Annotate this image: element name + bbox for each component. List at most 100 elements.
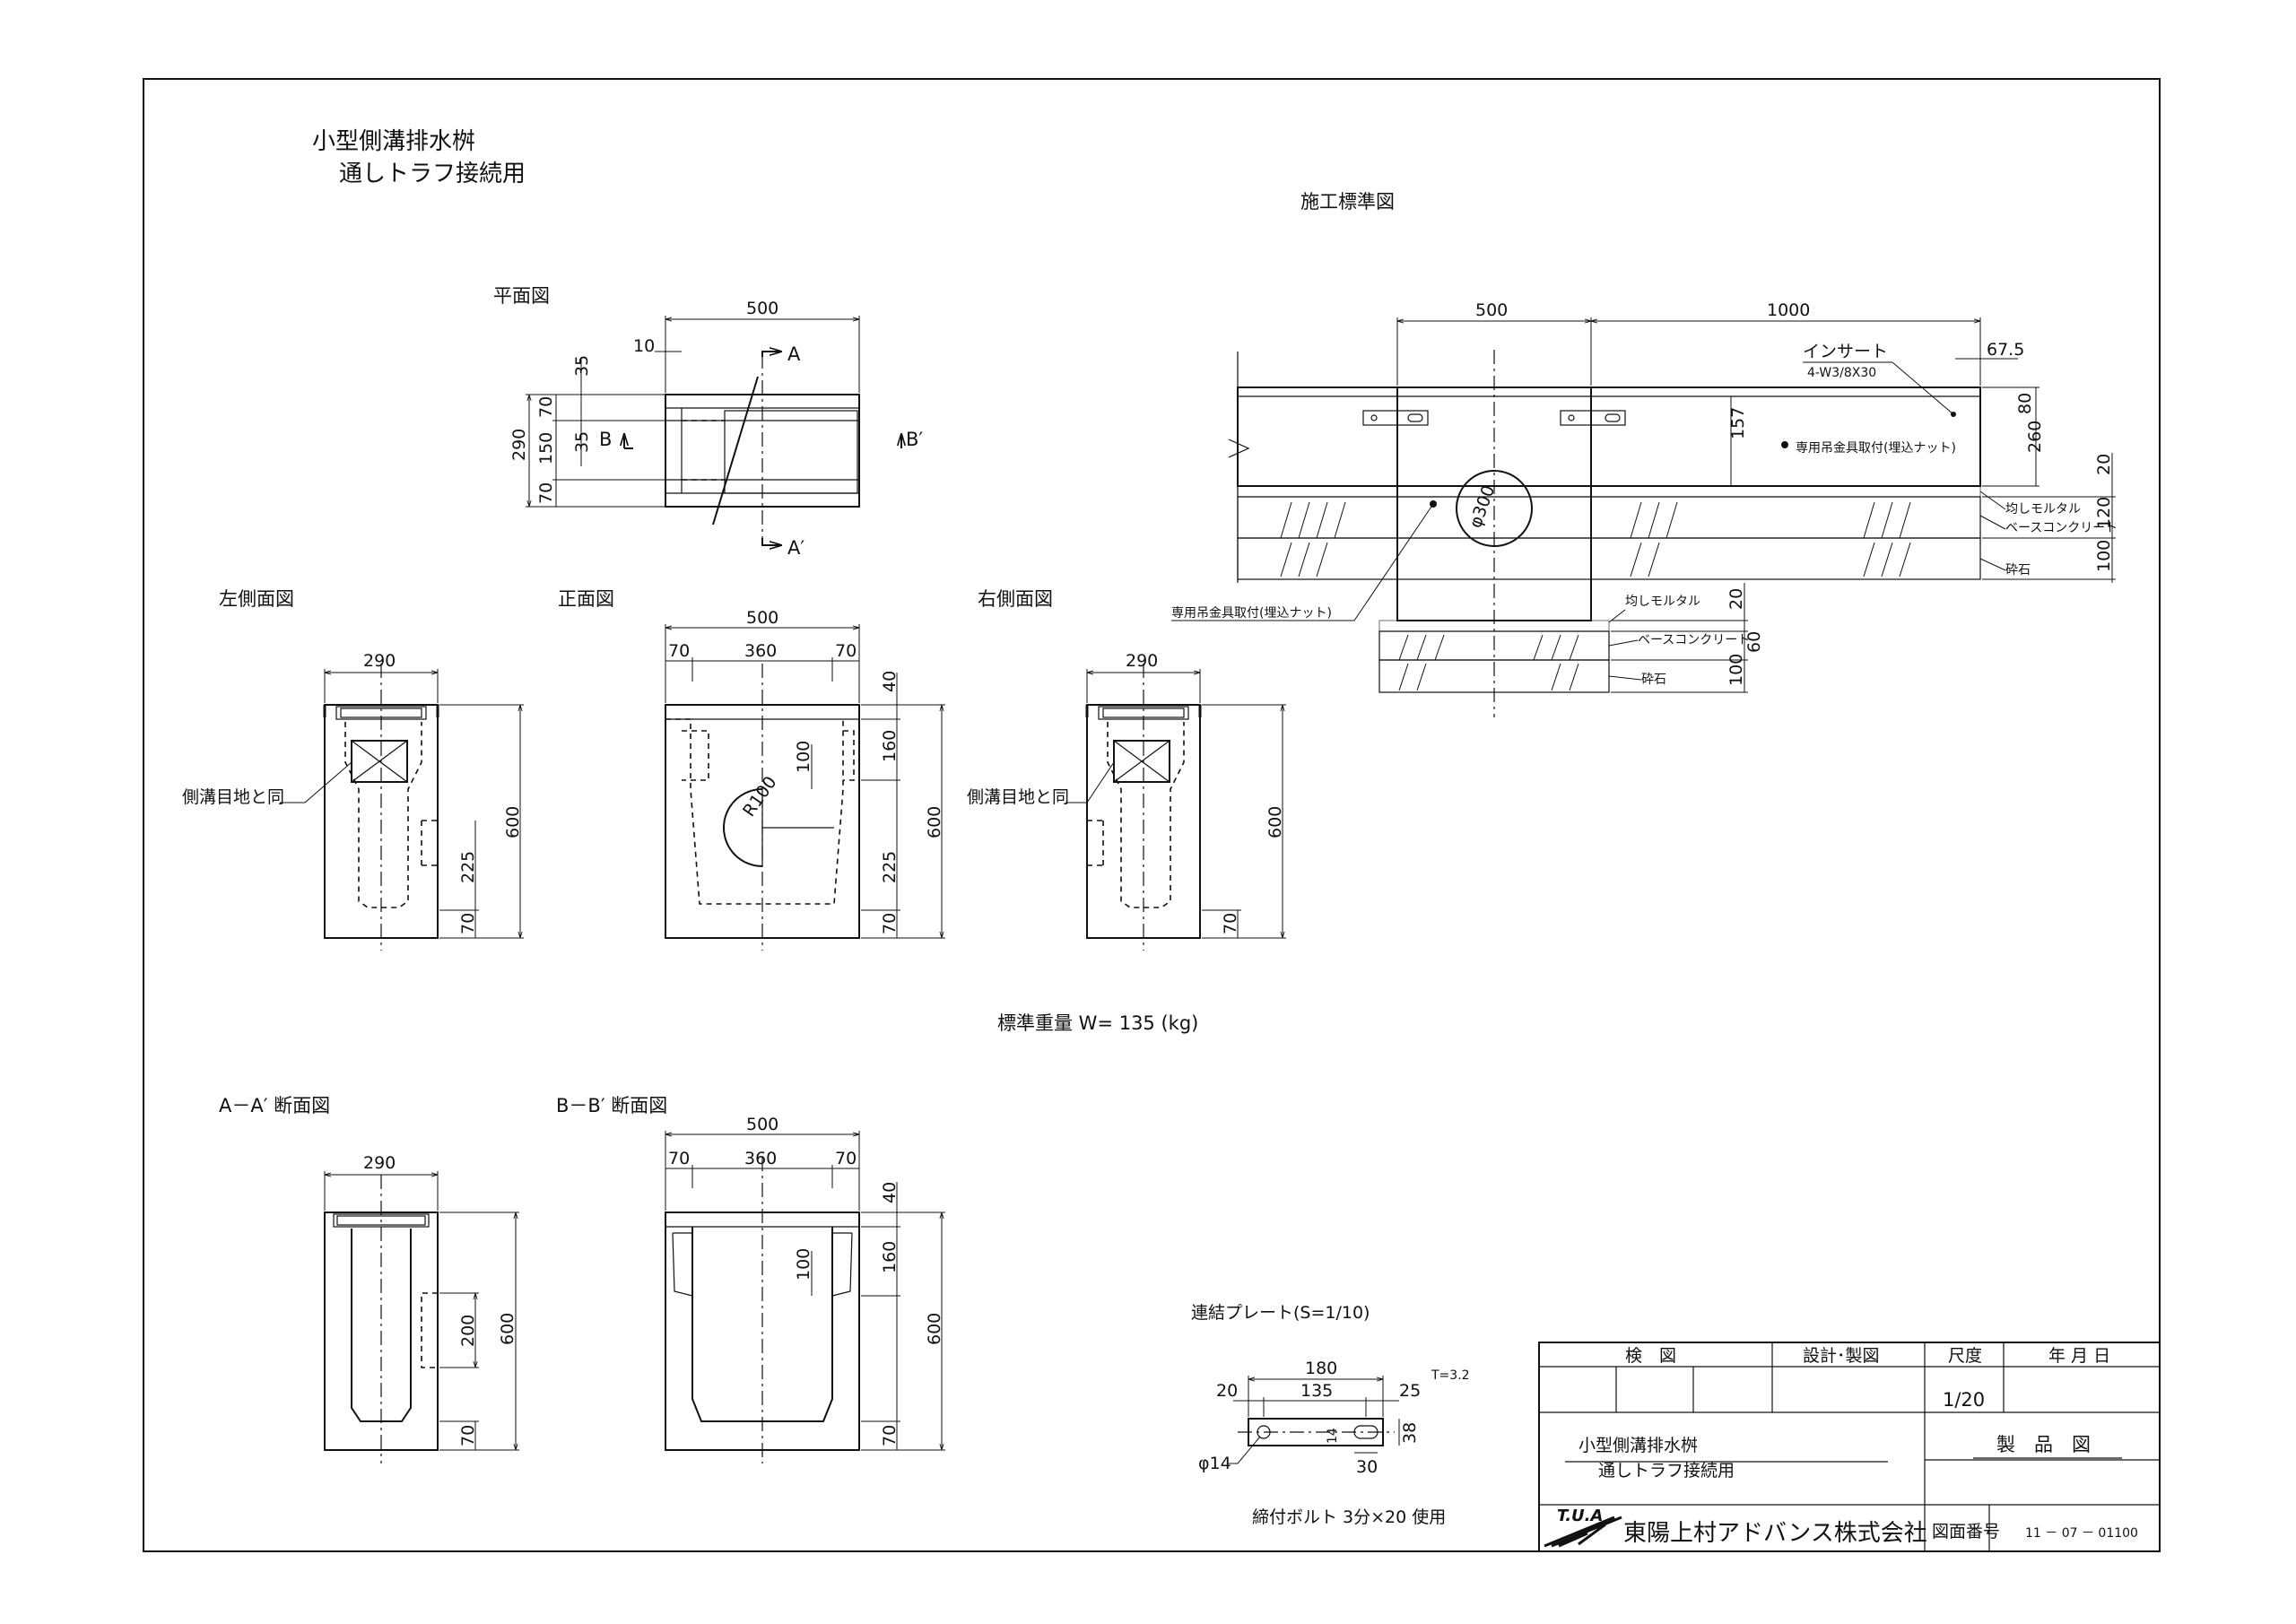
right-side-label: 右側面図 [978, 588, 1053, 610]
left-side-dim-600: 600 [503, 806, 523, 838]
section-aa-dim-200: 200 [458, 1315, 478, 1347]
plan-view: 平面図 A A′ B B′ 500 10 290 [493, 285, 923, 559]
construction-dim-80: 80 [2015, 393, 2035, 414]
tb-drawing-number-label: 図面番号 [1932, 1522, 2000, 1541]
construction-gravel-1: 砕石 [2005, 563, 2031, 578]
section-bb-dim-70a: 70 [668, 1149, 690, 1168]
section-bb-dim-160: 160 [880, 1241, 900, 1273]
right-side-dim-70: 70 [1221, 913, 1240, 934]
front-pipe-opening [723, 788, 763, 867]
section-bb-dim-600: 600 [925, 1313, 944, 1345]
connecting-plate-view: 連結プレート(S=1/10) T=3.2 180 20 135 25 14 38… [1191, 1303, 1470, 1527]
plan-dim-35a: 35 [572, 355, 592, 377]
section-aa-dim-600: 600 [498, 1313, 517, 1345]
front-view-label: 正面図 [558, 588, 614, 610]
standard-weight: 標準重量 W= 135 (kg) [997, 1012, 1198, 1034]
plate-dim-20: 20 [1216, 1381, 1238, 1401]
section-mark-a: A [787, 343, 801, 365]
section-mark-b-prime: B′ [906, 429, 923, 450]
front-dim-70c: 70 [880, 913, 900, 934]
left-side-dim-70: 70 [458, 913, 478, 934]
construction-label: 施工標準図 [1300, 191, 1395, 213]
drawing-title-line2: 通しトラフ接続用 [339, 161, 526, 187]
construction-dim-20a: 20 [2094, 454, 2114, 475]
section-bb-view: B－B′ 断面図 500 70 360 70 600 40 160 70 100 [556, 1095, 945, 1463]
front-dim-40: 40 [880, 671, 900, 692]
plan-view-label: 平面図 [493, 285, 550, 307]
construction-dim-500: 500 [1475, 300, 1508, 320]
construction-dim-260: 260 [2025, 421, 2045, 453]
construction-standard-view: 施工標準図 φ300 500 1000 67.5 [1171, 191, 2118, 717]
plate-dim-135: 135 [1300, 1381, 1333, 1401]
section-aa-dim-290: 290 [363, 1153, 396, 1173]
tb-scale: 1/20 [1943, 1389, 1985, 1411]
section-bb-dim-40: 40 [880, 1182, 900, 1203]
tb-name-line1: 小型側溝排水桝 [1578, 1436, 1698, 1455]
section-bb-dim-100: 100 [794, 1248, 813, 1281]
plate-bolt-note: 締付ボルト 3分×20 使用 [1252, 1507, 1446, 1527]
section-aa-label: A－A′ 断面図 [219, 1095, 330, 1116]
plan-dim-width: 500 [746, 299, 778, 318]
plan-dim-70a: 70 [536, 396, 556, 418]
construction-dim-67-5: 67.5 [1987, 340, 2024, 360]
construction-mortar-2: 均しモルタル [1625, 595, 1700, 609]
front-dim-600: 600 [925, 806, 944, 838]
tb-drawing-kind: 製 品 図 [1996, 1434, 2091, 1455]
plan-dim-35b: 35 [572, 431, 592, 453]
plate-label: 連結プレート(S=1/10) [1191, 1303, 1370, 1323]
title-block: 検 図 設計･製図 尺度 年 月 日 1/20 小型側溝排水桝 通しトラフ接続用… [1538, 1342, 2161, 1552]
plan-dim-10: 10 [633, 336, 655, 356]
tb-header-design: 設計･製図 [1803, 1346, 1880, 1366]
construction-mortar-1: 均しモルタル [2005, 502, 2081, 517]
construction-dim-120: 120 [2094, 497, 2114, 529]
company-logo: T.U.A [1544, 1507, 1622, 1548]
section-bb-dim-500: 500 [746, 1115, 778, 1134]
plate-thickness: T=3.2 [1431, 1368, 1470, 1383]
right-side-dim-600: 600 [1265, 806, 1285, 838]
construction-dim-100a: 100 [2094, 540, 2114, 572]
section-aa-dim-70: 70 [458, 1425, 478, 1446]
plate-hole-dia: φ14 [1198, 1454, 1231, 1473]
sheet-border [143, 78, 2161, 1552]
construction-dim-1000: 1000 [1767, 300, 1810, 320]
front-dim-360: 360 [744, 641, 777, 661]
front-dim-70b: 70 [835, 641, 857, 661]
construction-gravel-2: 砕石 [1641, 673, 1666, 687]
plate-dim-38: 38 [1400, 1422, 1420, 1444]
front-dim-500: 500 [746, 608, 778, 628]
left-side-dim-290: 290 [363, 651, 396, 671]
plate-dim-14: 14 [1326, 1428, 1340, 1444]
front-dim-100: 100 [794, 741, 813, 773]
plan-dim-150: 150 [536, 432, 556, 465]
drawing-title-line1: 小型側溝排水桝 [312, 128, 475, 155]
plate-dim-25: 25 [1399, 1381, 1421, 1401]
construction-dim-60: 60 [1744, 631, 1764, 653]
section-aa-view: A－A′ 断面図 290 600 200 70 [219, 1095, 519, 1463]
construction-insert-spec: 4-W3/8X30 [1807, 366, 1876, 380]
right-side-joint-note: 側溝目地と同 [967, 787, 1069, 807]
front-dim-70a: 70 [668, 641, 690, 661]
right-side-view: 右側面図 290 600 70 側溝目地と同 [967, 588, 1286, 951]
construction-base-concrete-2: ベースコンクリート [1638, 633, 1750, 647]
front-dim-160: 160 [880, 730, 900, 762]
left-side-dim-225: 225 [458, 851, 478, 883]
section-bb-dim-70c: 70 [880, 1425, 900, 1446]
company-logo-text: T.U.A [1557, 1507, 1603, 1525]
tb-header-date: 年 月 日 [2048, 1346, 2110, 1366]
left-side-joint-note: 側溝目地と同 [182, 787, 284, 807]
construction-dim-20b: 20 [1726, 588, 1746, 610]
tb-name-line2: 通しトラフ接続用 [1598, 1461, 1735, 1481]
section-mark-b: B [599, 429, 612, 450]
plate-dim-180: 180 [1305, 1359, 1337, 1378]
tb-header-check: 検 図 [1625, 1346, 1676, 1366]
construction-base-concrete-1: ベースコンクリート [2005, 521, 2118, 535]
tb-company-name: 東陽上村アドバンス株式会社 [1623, 1520, 1927, 1547]
front-dim-225: 225 [880, 851, 900, 883]
tb-header-scale: 尺度 [1948, 1346, 1982, 1366]
right-side-dim-290: 290 [1126, 651, 1158, 671]
plan-dim-70b: 70 [536, 482, 556, 504]
plate-dim-30: 30 [1356, 1457, 1378, 1477]
front-dim-r100: R100 [739, 773, 780, 821]
front-view: 正面図 R100 500 70 360 70 600 40 160 225 70 [558, 588, 945, 951]
